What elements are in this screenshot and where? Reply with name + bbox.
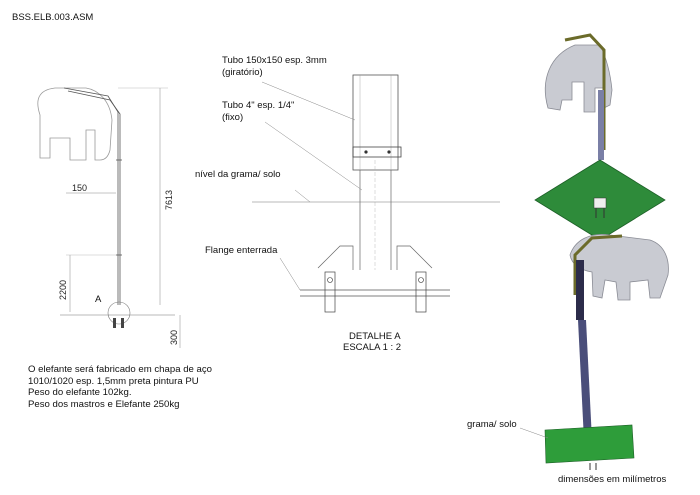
render-view: grama/ solo dimensões em milímetros bbox=[467, 33, 669, 485]
label-upper-tube-2: (giratório) bbox=[222, 67, 263, 78]
flange-gussets bbox=[317, 245, 433, 270]
elephant-outline bbox=[37, 87, 113, 161]
dim-total-height: 7613 bbox=[164, 190, 174, 210]
pole-outline bbox=[63, 87, 119, 305]
note-line: Peso dos mastros e Elefante 250kg bbox=[28, 398, 180, 410]
clamp bbox=[352, 146, 402, 158]
units-note: dimensões em milímetros bbox=[558, 474, 666, 485]
dim-base: 300 bbox=[169, 330, 179, 345]
render-ground-slab bbox=[544, 424, 635, 464]
label-lower-tube-2: (fixo) bbox=[222, 112, 243, 123]
upper-tube bbox=[352, 74, 399, 171]
note-line: Peso do elefante 102kg. bbox=[28, 387, 132, 398]
detail-scale: ESCALA 1 : 2 bbox=[343, 342, 401, 353]
elevation-view: A 150 7613 2200 300 bbox=[37, 87, 181, 348]
render-pole-lower bbox=[576, 260, 584, 320]
note-line: O elefante será fabricado em chapa de aç… bbox=[28, 364, 212, 375]
notes-block: O elefante será fabricado em chapa de aç… bbox=[28, 364, 212, 410]
label-upper-tube-1: Tubo 150x150 esp. 3mm bbox=[222, 55, 327, 66]
detail-marker: A bbox=[95, 294, 102, 305]
dim-section-height: 2200 bbox=[58, 280, 68, 300]
label-flange: Flange enterrada bbox=[205, 245, 278, 256]
render-elephant-top bbox=[544, 44, 613, 113]
detail-title: DETALHE A bbox=[349, 331, 401, 342]
label-lower-tube-1: Tubo 4" esp. 1/4" bbox=[222, 100, 294, 111]
label-ground-level: nível da grama/ solo bbox=[195, 169, 281, 180]
render-pole-base bbox=[578, 320, 592, 440]
detail-circle bbox=[107, 301, 131, 325]
render-label-ground: grama/ solo bbox=[467, 419, 517, 430]
dim-offset: 150 bbox=[72, 183, 87, 193]
render-pole-upper bbox=[598, 90, 604, 160]
detail-view: Tubo 150x150 esp. 3mm (giratório) Tubo 4… bbox=[195, 55, 500, 353]
drawing-code: BSS.ELB.003.ASM bbox=[12, 12, 93, 23]
note-line: 1010/1020 esp. 1,5mm preta pintura PU bbox=[28, 375, 199, 387]
